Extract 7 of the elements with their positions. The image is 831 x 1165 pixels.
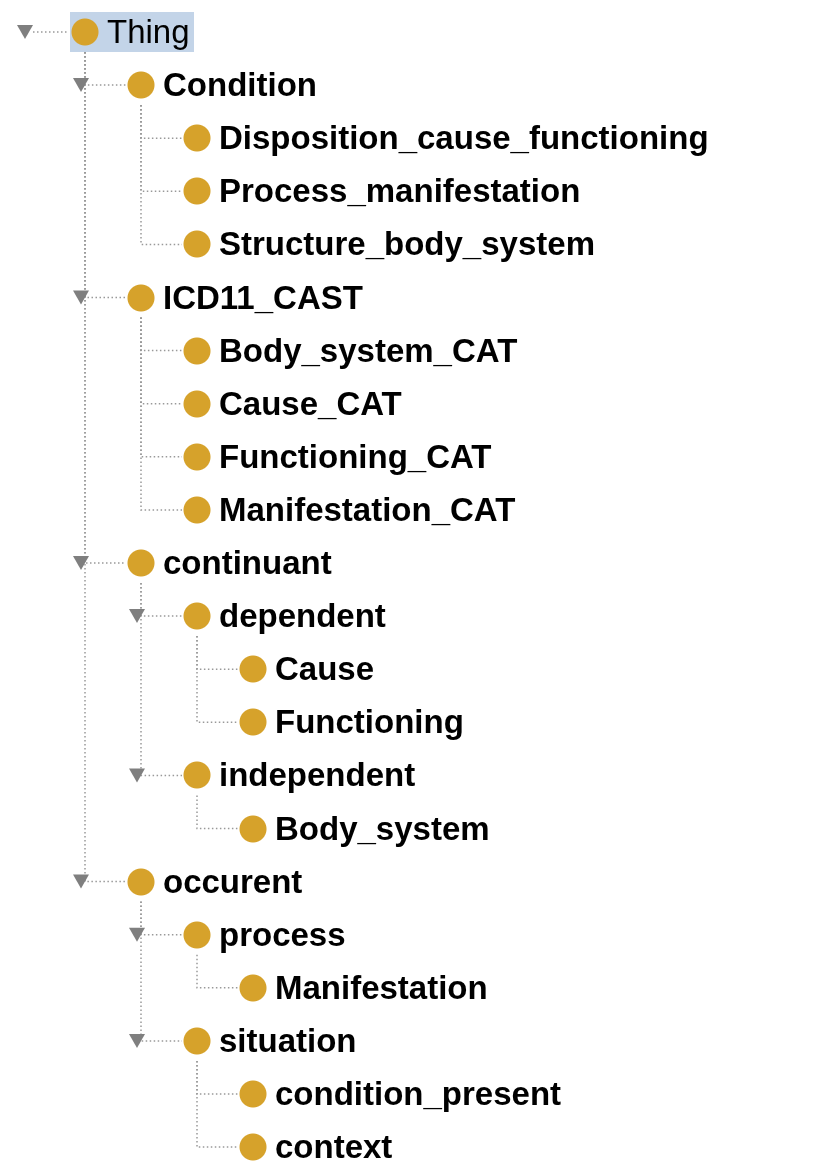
class-label: Thing [70, 12, 194, 52]
tree-connector [84, 51, 127, 883]
tree-connector [196, 635, 239, 724]
tree-connector [196, 794, 239, 830]
tree-connector [140, 582, 183, 777]
tree-connector [196, 1060, 239, 1148]
tree-connector [196, 953, 239, 989]
